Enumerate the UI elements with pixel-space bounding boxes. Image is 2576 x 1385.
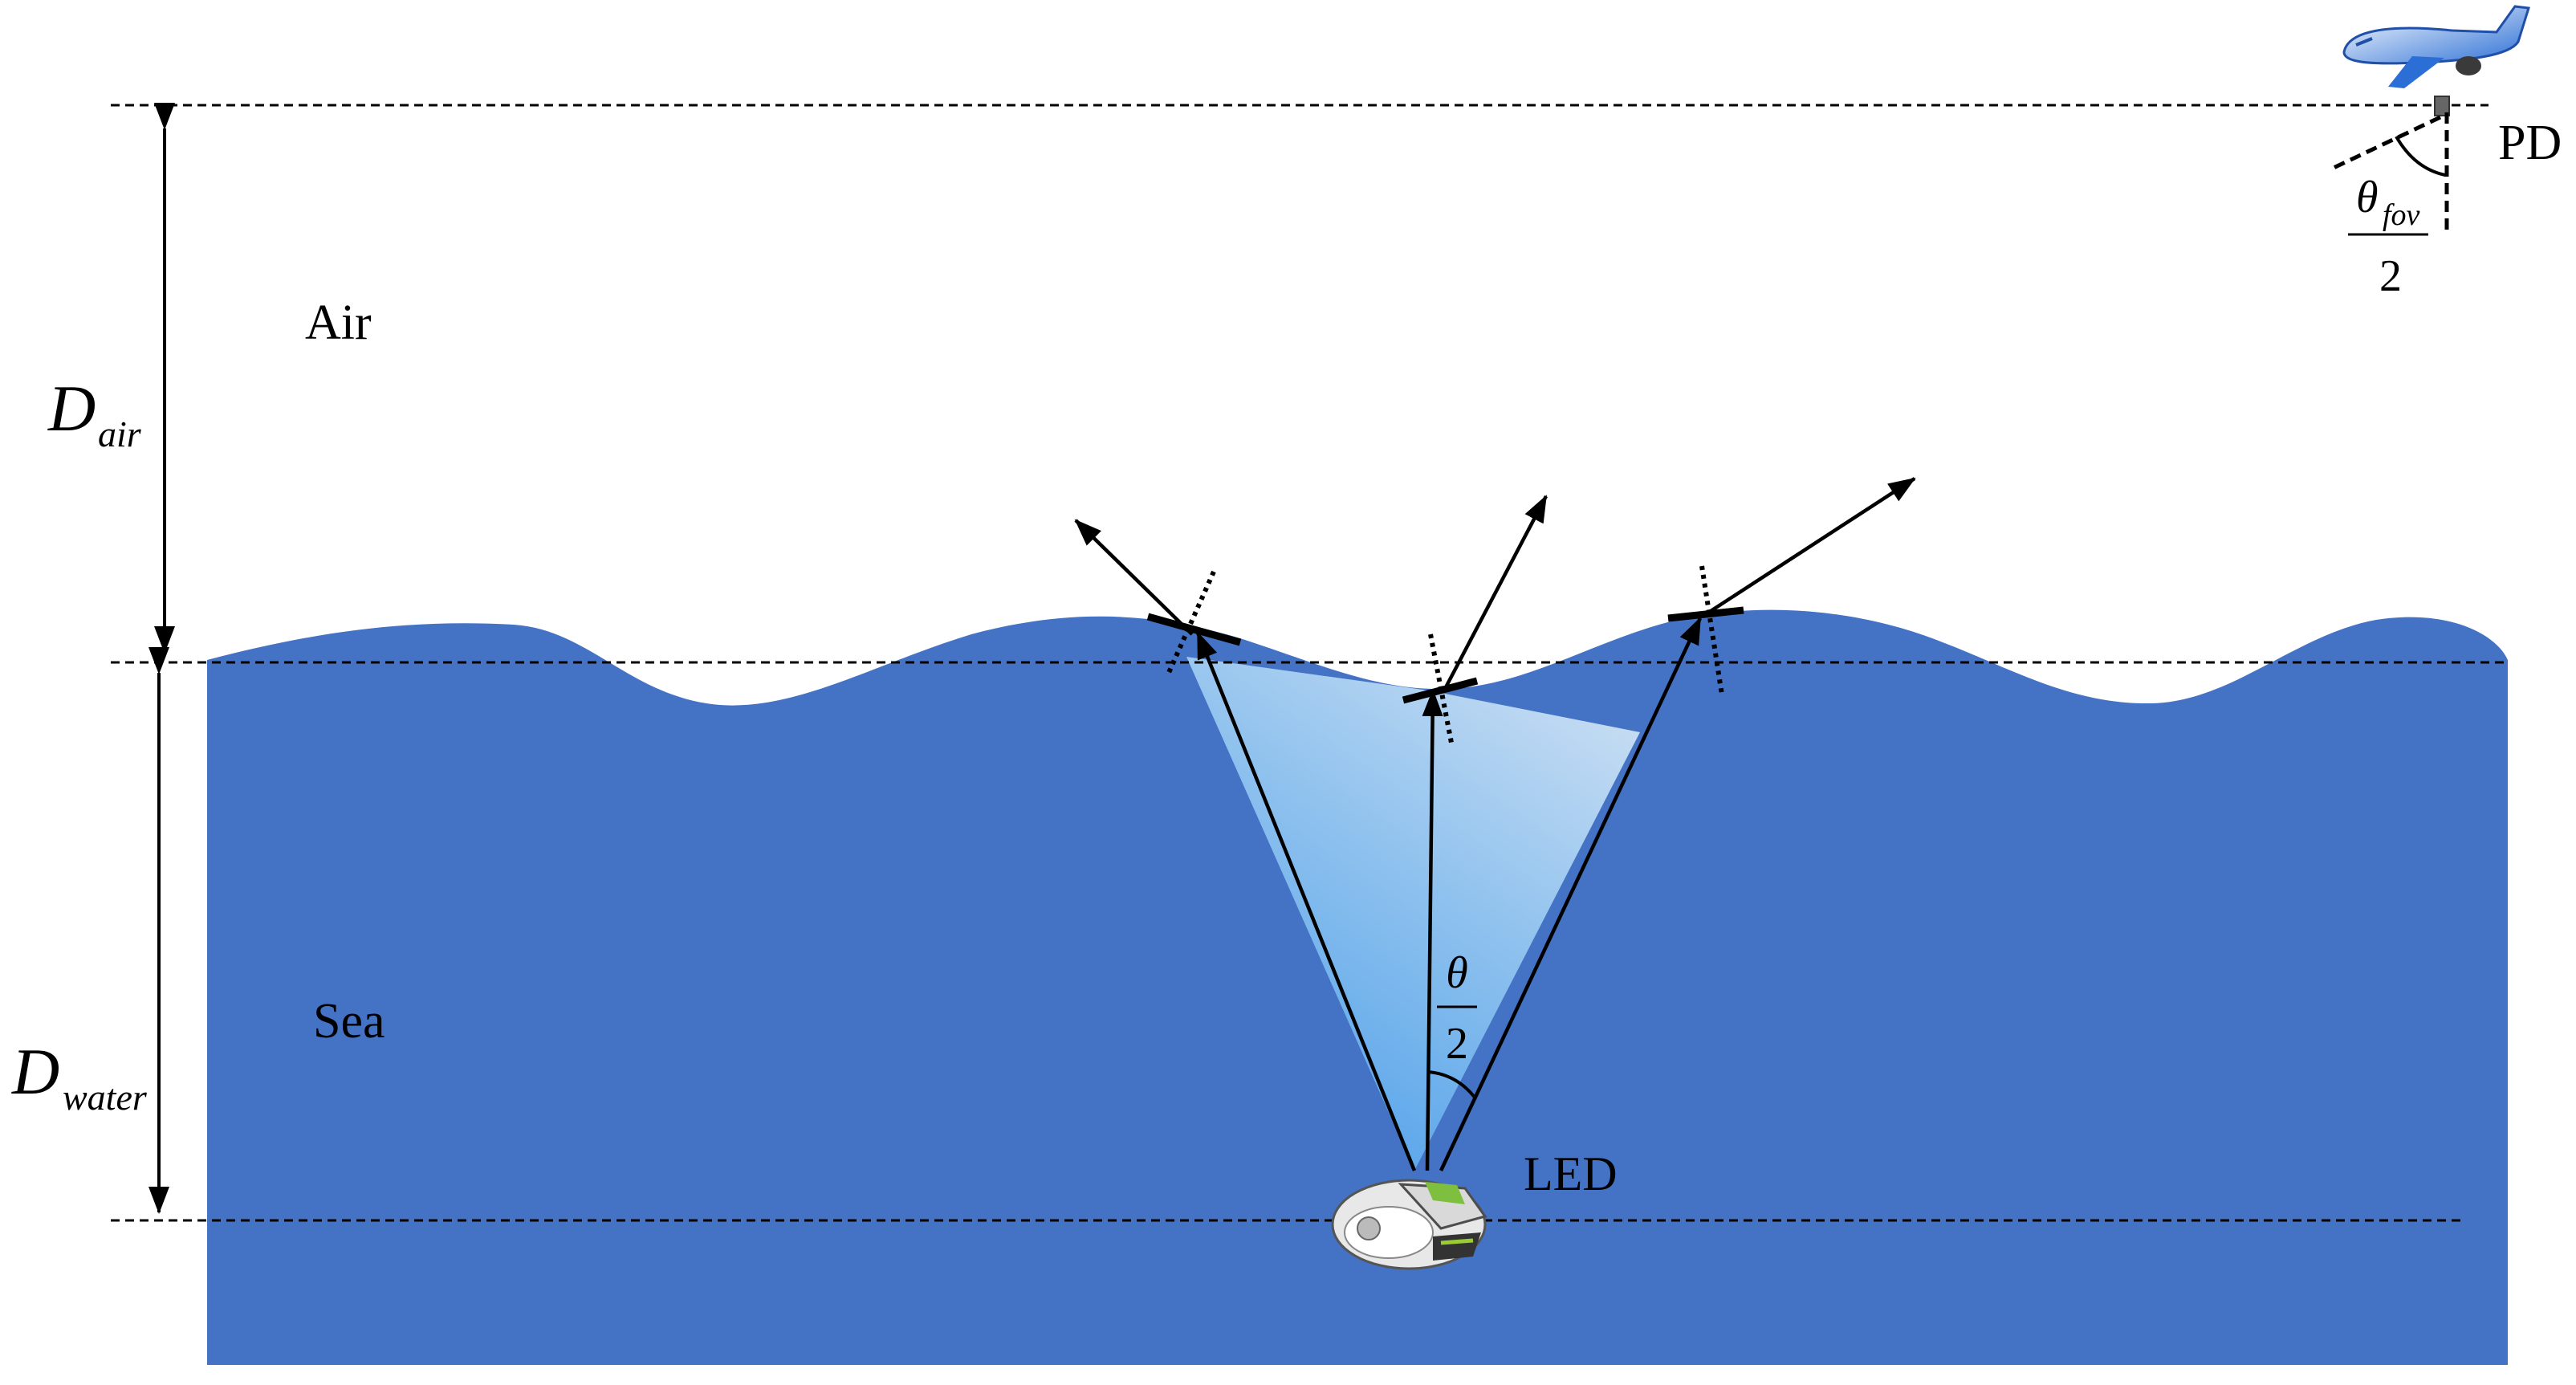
fov-sub: fov — [2383, 198, 2420, 232]
pd-fov-edge — [2330, 115, 2442, 171]
led-label: LED — [1524, 1147, 1618, 1200]
airplane-icon — [2342, 5, 2530, 116]
surface-facets — [1146, 606, 1744, 704]
half-angle-label: θ 2 — [1437, 948, 1477, 1069]
sea-label: Sea — [313, 994, 385, 1049]
fov-numerator: θ — [2356, 173, 2379, 222]
half-angle-denominator: 2 — [1446, 1019, 1468, 1069]
d-water-main: D — [11, 1035, 59, 1108]
surface-normals — [1166, 565, 1724, 743]
d-water-sub: water — [63, 1077, 148, 1118]
refracted-rays — [1074, 477, 1916, 690]
pd-label: PD — [2498, 116, 2562, 170]
fov-arc — [2395, 136, 2446, 177]
half-angle-arc — [1427, 1070, 1477, 1100]
fov-denominator: 2 — [2379, 251, 2402, 301]
light-beam-cone — [1186, 657, 1640, 1171]
d-air-label: D air — [47, 372, 142, 454]
d-air-sub: air — [98, 413, 142, 454]
fov-label: θ fov 2 — [2348, 173, 2428, 301]
d-air-main: D — [47, 372, 96, 445]
air-label: Air — [305, 295, 372, 350]
underwater-rays — [1195, 617, 1703, 1171]
half-angle-numerator: θ — [1446, 948, 1468, 998]
d-water-label: D water — [11, 1035, 148, 1118]
underwater-vehicle-icon — [1331, 1179, 1487, 1270]
